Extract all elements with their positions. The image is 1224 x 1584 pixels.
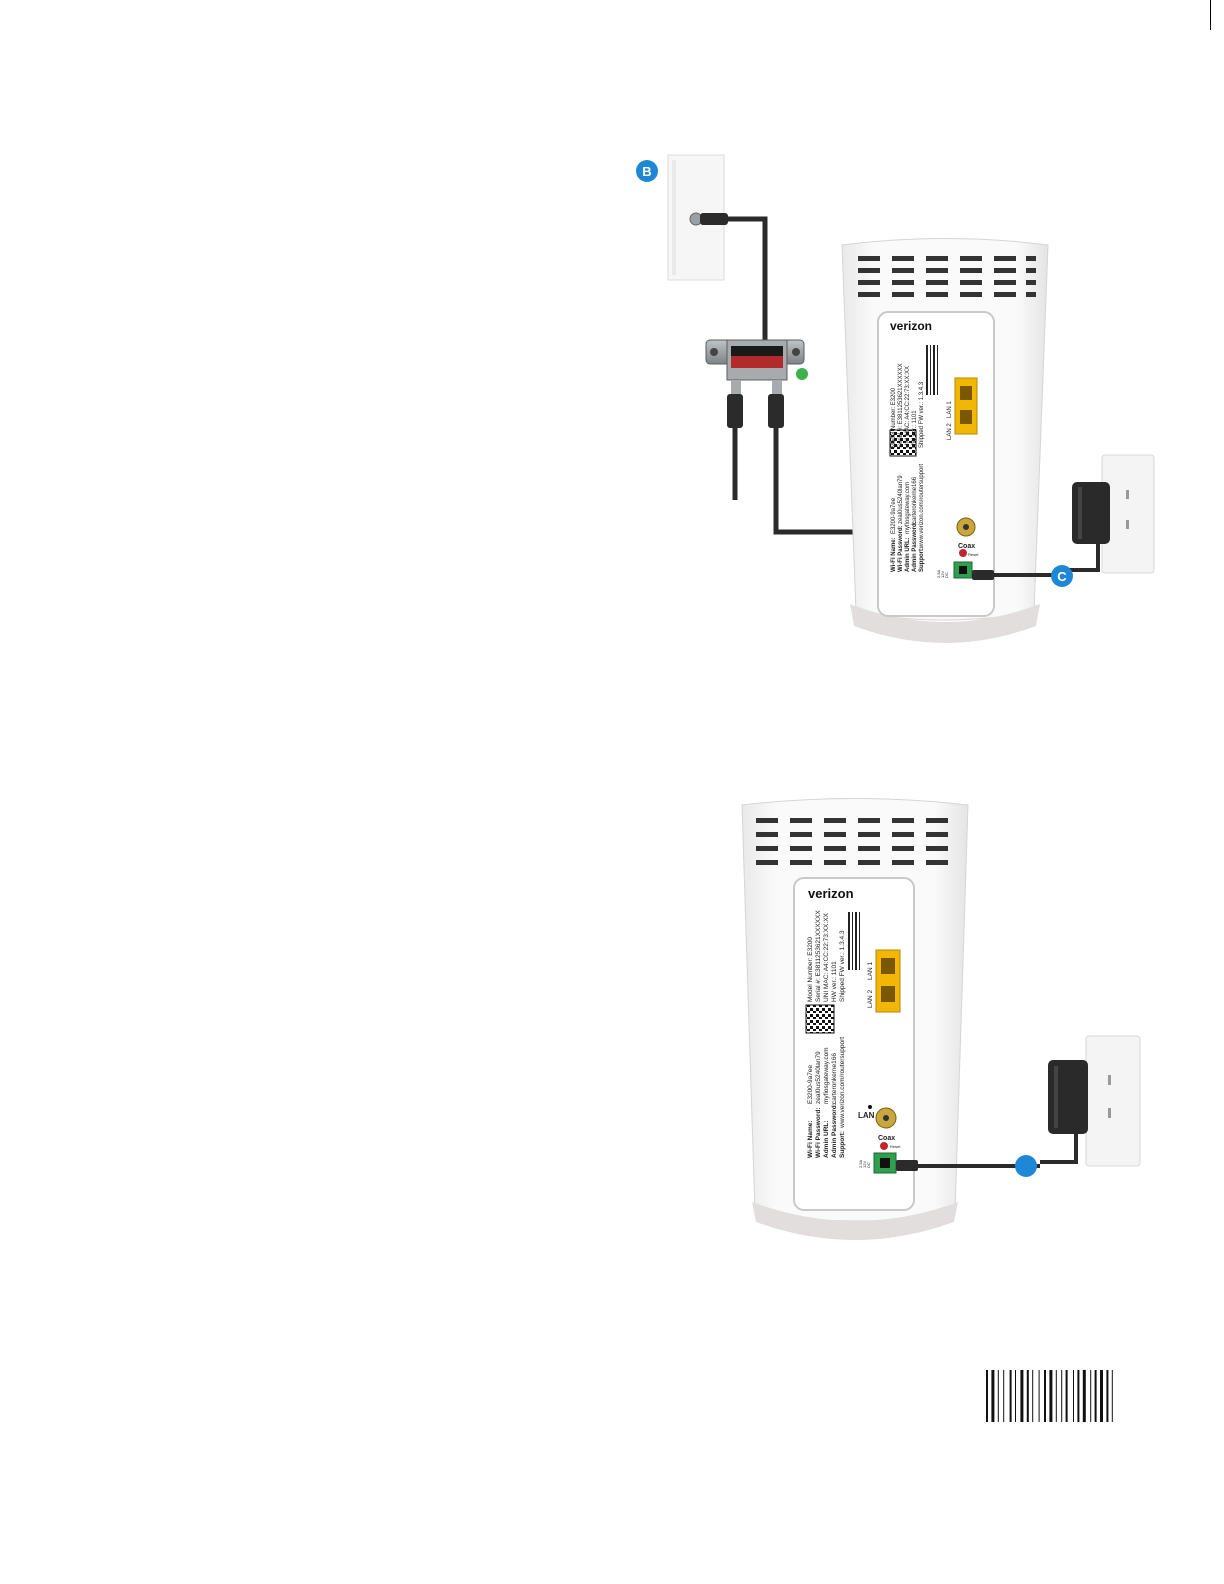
router-figure1 bbox=[841, 238, 1049, 643]
callout-badge-blank bbox=[1015, 1155, 1037, 1177]
power-adapter-figure1 bbox=[972, 482, 1110, 580]
wall-coax-connector bbox=[689, 212, 728, 226]
router2-support-label: Support: bbox=[839, 1131, 846, 1158]
router2-wifi-name-label: Wi-Fi Name: bbox=[807, 1121, 814, 1159]
router1-admin-url-label: Admin URL: bbox=[905, 537, 911, 572]
router1-hw: HW ver.: 1101 bbox=[912, 410, 918, 448]
router1-serial: Serial #: E3811253621XXXXXX bbox=[898, 363, 904, 448]
router2-mac: UNI MAC: A4:CC:22:73:XX:XX bbox=[823, 912, 830, 1002]
router2-lan1: LAN 1 bbox=[867, 962, 874, 980]
router1-model: Model Number: E3200 bbox=[891, 387, 897, 448]
router1-wifi-pass-value: zeal0us5240lan79 bbox=[898, 475, 904, 524]
router1-fw: Shipped FW ver.: 1.3.4.3 bbox=[919, 381, 925, 448]
router1-lan1: LAN 1 bbox=[947, 401, 953, 418]
router2-serial: Serial #: E3811253621XXXXXX bbox=[815, 910, 822, 1002]
svg-text:B: B bbox=[642, 164, 651, 179]
router2-lan-label: LAN bbox=[858, 1111, 875, 1120]
router2-model: Model Number: E3200 bbox=[807, 937, 814, 1002]
coax-cable-wall-to-splitter bbox=[728, 216, 768, 340]
router2-admin-url-value: myfiosgateway.com bbox=[823, 1047, 830, 1104]
router2-hw: HW ver.: 1101 bbox=[831, 961, 838, 1002]
callout-badge-c: C bbox=[1051, 565, 1073, 587]
splitter-output-cable-left bbox=[727, 380, 743, 500]
router1-admin-url-value: myfiosgateway.com bbox=[905, 482, 911, 534]
router2-wifi-name-value: E3200-9a7ee bbox=[807, 1065, 814, 1104]
router2-admin-pass-label: Admin Password: bbox=[831, 1103, 838, 1158]
router2-dc-label: DC bbox=[866, 1162, 871, 1168]
router2-dc-volt: 12V bbox=[862, 1161, 867, 1168]
router1-wifi-pass-label: Wi-Fi Password: bbox=[898, 525, 904, 572]
router2-brand: verizon bbox=[808, 886, 854, 901]
router2-admin-url-label: Admin URL: bbox=[823, 1120, 830, 1158]
router1-dc-label: DC bbox=[944, 572, 949, 578]
router2-dc-amp: 2.5A bbox=[858, 1159, 863, 1168]
router1-coax-label: Coax bbox=[958, 543, 975, 550]
power-outlet-figure1 bbox=[1101, 454, 1155, 574]
router1-dc-amp: 2.5A bbox=[936, 569, 941, 578]
router2-reset-label: Reset bbox=[890, 1144, 901, 1149]
crop-mark bbox=[1210, 0, 1211, 30]
router1-brand: verizon bbox=[890, 319, 932, 333]
router1-mac: UNI MAC: A4:CC:22:73:XX:XX bbox=[905, 366, 911, 448]
router1-admin-pass-label: Admin Password: bbox=[912, 521, 918, 572]
router1-support-label: Support: bbox=[919, 547, 925, 572]
router1-support-value: www.verizon.com/routersupport bbox=[919, 464, 925, 549]
router1-lan2: LAN 2 bbox=[947, 423, 953, 440]
router2-coax-label: Coax bbox=[878, 1135, 895, 1142]
callout-badge-b: B bbox=[636, 160, 658, 182]
svg-text:C: C bbox=[1057, 569, 1067, 584]
router2-support-value: www.verizon.com/routersupport bbox=[839, 1037, 846, 1129]
router1-admin-pass-value: carteronkerne166 bbox=[912, 476, 918, 524]
router2-lan2: LAN 2 bbox=[867, 990, 874, 1008]
router1-wifi-name-value: E3200-9a7ee bbox=[891, 497, 897, 534]
power-adapter-figure2 bbox=[896, 1060, 1088, 1171]
coax-splitter bbox=[705, 339, 808, 381]
router1-reset-label: Reset bbox=[968, 552, 979, 557]
router2-admin-pass-value: carteronkerne166 bbox=[831, 1053, 838, 1104]
router2-wifi-pass-label: Wi-Fi Password: bbox=[815, 1107, 822, 1158]
router1-wifi-name-label: Wi-Fi Name: bbox=[891, 537, 897, 572]
router2-fw: Shipped FW ver.: 1.3.4.3 bbox=[839, 930, 846, 1002]
router-figure2 bbox=[741, 798, 969, 1240]
router2-wifi-pass-value: zeal0us5240lan79 bbox=[815, 1051, 822, 1104]
product-barcode bbox=[984, 1370, 1154, 1422]
router1-dc-volt: 12V bbox=[940, 571, 945, 578]
